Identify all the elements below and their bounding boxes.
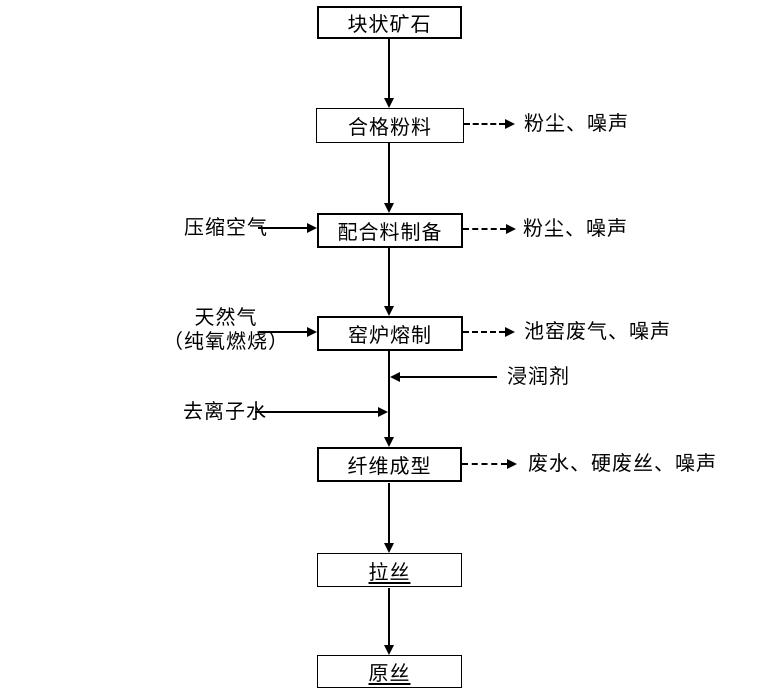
- process-box-powder: 合格粉料: [316, 108, 464, 143]
- process-box-kiln: 窑炉熔制: [317, 316, 463, 351]
- arrow-line: [388, 351, 390, 437]
- arrow-head-icon: [384, 543, 394, 553]
- emission-label-from-kiln: 池窑废气、噪声: [524, 321, 671, 343]
- process-box-drawing-label: 拉丝: [368, 561, 411, 584]
- process-box-drawing: 拉丝: [317, 553, 462, 587]
- process-box-kiln-label: 窑炉熔制: [348, 325, 432, 347]
- arrow-line: [258, 227, 308, 229]
- process-box-batch: 配合料制备: [317, 213, 463, 248]
- arrow-line: [388, 588, 390, 645]
- process-box-batch-label: 配合料制备: [337, 222, 443, 244]
- process-box-ore: 块状矿石: [317, 6, 462, 39]
- arrow-head-icon: [384, 306, 394, 316]
- process-box-powder-label: 合格粉料: [348, 117, 432, 139]
- process-box-ore-label: 块状矿石: [347, 14, 432, 36]
- arrow-head-icon: [307, 327, 317, 337]
- arrow-line: [255, 411, 378, 413]
- arrow-head-icon: [506, 224, 516, 234]
- arrow-line: [400, 376, 497, 378]
- arrow-line: [388, 39, 390, 98]
- input-label-compressed-air: 压缩空气: [184, 217, 268, 239]
- arrow-head-icon: [505, 327, 515, 337]
- arrow-line: [388, 248, 390, 306]
- emission-label-from-powder: 粉尘、噪声: [524, 113, 629, 135]
- arrow-head-icon: [307, 223, 317, 233]
- arrow-dashed-line: [463, 331, 505, 333]
- arrow-line: [388, 483, 390, 543]
- input-label-natural-gas: 天然气 （纯氧燃烧）: [148, 306, 304, 354]
- arrow-head-icon: [505, 119, 515, 129]
- arrow-line: [259, 331, 308, 333]
- emission-label-from-fiber: 废水、硬废丝、噪声: [528, 453, 717, 475]
- input-label-natural-gas-line2: （纯氧燃烧）: [163, 331, 289, 353]
- arrow-head-icon: [384, 203, 394, 213]
- process-box-fiber-label: 纤维成型: [347, 456, 432, 478]
- arrow-dashed-line: [463, 228, 506, 230]
- process-box-fiber: 纤维成型: [317, 447, 462, 482]
- arrow-head-icon: [390, 372, 400, 382]
- input-label-deionized-water: 去离子水: [183, 401, 267, 423]
- input-label-natural-gas-line1: 天然气: [194, 307, 258, 329]
- input-label-sizing-agent: 浸润剂: [507, 366, 570, 388]
- arrow-head-icon: [378, 407, 388, 417]
- arrow-dashed-line: [462, 463, 507, 465]
- arrow-head-icon: [507, 459, 517, 469]
- process-box-precursor: 原丝: [317, 655, 462, 688]
- arrow-dashed-line: [464, 123, 505, 125]
- process-box-precursor-label: 原丝: [368, 663, 411, 685]
- arrow-head-icon: [384, 437, 394, 447]
- arrow-head-icon: [384, 98, 394, 108]
- arrow-head-icon: [384, 645, 394, 655]
- emission-label-from-batch: 粉尘、噪声: [523, 218, 628, 240]
- arrow-line: [388, 143, 390, 203]
